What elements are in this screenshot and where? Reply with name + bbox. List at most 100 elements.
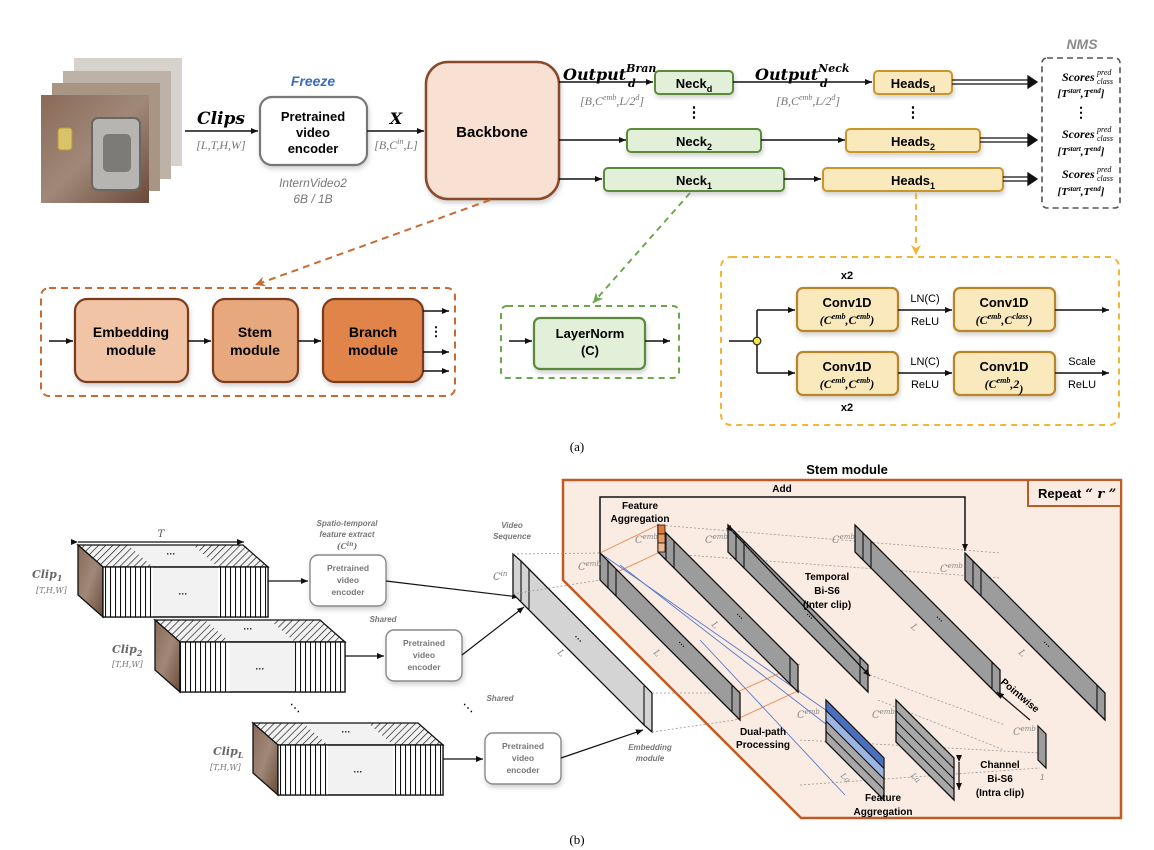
score-entry-2: Scores pred class [Tstart,Tend] [1058,125,1113,158]
clips-shape: [L,T,H,W] [196,138,246,152]
embedding-module-line2: module [106,342,156,358]
heads-d-box [873,70,953,95]
svg-text:class: class [1097,174,1113,183]
relu-bottom-label: ReLU [911,379,939,391]
feature-aggregation-top-line2: Aggregation [611,514,670,525]
svg-text:[Tstart,Tend]: [Tstart,Tend] [1058,87,1105,100]
output-bran-label: OutputBran [563,62,656,84]
channel-line2: Bi-S6 [987,774,1013,785]
heads-1-box [822,167,1004,192]
clip-to-encoder-arrows [268,578,644,762]
svg-text:[Tstart,Tend]: [Tstart,Tend] [1058,185,1105,198]
cemb-label-5: Cemb [940,562,963,575]
cemb-label-7: Cemb [872,708,895,721]
stem-module-line1: Stem [238,324,272,340]
nms-vdots: ⋮ [1074,104,1088,120]
svg-text:pred: pred [1096,68,1112,77]
spatio-temporal-line1: Spatio-temporal [317,519,379,528]
neck-detail-box [500,305,680,379]
pointwise-arrow [996,691,1031,721]
conv1d-bottom-right-params: (Cemb,2) [985,376,1024,396]
video-sequence-line1: Video [501,521,523,530]
freeze-label: Freeze [291,73,336,89]
branch-output-arrows: ⋮ [423,308,449,374]
svg-text:···: ··· [256,664,265,674]
svg-text:···: ··· [354,767,363,777]
cemb-label-8: Cemb [1013,725,1036,738]
output-bran-shape: [B,Cemb,L/2d] [580,93,644,108]
svg-text:video: video [512,753,534,763]
x-label: X [389,109,403,128]
output-neck-label: OutputNeck [755,62,850,84]
branch-module-line2: module [348,342,398,358]
neck-d-label: Neckd [676,76,713,94]
embedding-module-line2-b: module [636,754,665,763]
ln-bottom-label: LN(C) [910,356,939,368]
clips-diag-dots: ⋱ [290,703,300,714]
layernorm-box [532,316,647,371]
caption-a: (a) [570,439,584,454]
backbone-detail-box [40,287,456,397]
backbone-box [424,60,561,201]
svg-text:pred: pred [1096,125,1112,134]
nms-label: NMS [1066,36,1098,52]
heads-d-label: Headsd [891,76,936,94]
scale-label: Scale [1068,356,1096,368]
t-label: T [158,529,166,540]
svg-text:···: ··· [179,589,188,599]
output-bran-sub: d [628,77,636,90]
repeat-label: Repeat“ r ” [1038,486,1116,502]
svg-text:pred: pred [1096,165,1112,174]
svg-text:Pretrained: Pretrained [502,741,544,751]
encoder-model-line2: 6B / 1B [293,192,332,206]
encoder-clip-1: Pretrained video encoder [309,554,387,607]
encoder-label-line3: encoder [288,141,339,156]
svg-text:1: 1 [1040,773,1044,782]
svg-text:encoder: encoder [331,587,365,597]
heads-vdots: ⋮ [906,104,921,121]
pointwise-bar: 1 [1037,724,1047,782]
svg-text:···: ··· [167,549,176,559]
heads-1-label: Heads1 [891,173,935,191]
shared-label-1: Shared [369,615,397,624]
output-neck-shape: [B,Cemb,L/2d] [776,93,840,108]
feature-aggregation-bottom-line1: Feature [865,793,902,804]
cin-label: Cin [493,570,508,583]
channel-line1: Channel [980,760,1020,771]
temporal-arrow [726,524,871,677]
svg-text:class: class [1097,77,1113,86]
conv1d-bottom-left-label: Conv1D [822,359,871,374]
svg-text:Pretrained: Pretrained [327,563,369,573]
feature-aggregation-top-line1: Feature [622,501,659,512]
embedding-module-box [73,297,190,384]
add-label: Add [772,484,791,495]
nms-box [1041,57,1121,209]
temporal-line3: (Inter clip) [803,600,851,611]
conv1d-top-left-params: (Cemb,Cemb) [820,312,875,327]
channel-output-bar: La [895,698,955,802]
channel-input-bar: La [825,698,885,802]
conv1d-bottom-left-params: (Cemb,Cemb) [820,376,875,391]
cemb-label-2: Cemb [635,533,658,546]
encoder-clip-l: Pretrained video encoder [484,732,562,785]
encoder-label-line1: Pretrained [281,109,345,124]
neck-2-label: Neck2 [676,134,712,152]
seq-l-label: L [554,647,566,659]
neck-vdots: ⋮ [687,104,702,121]
heads-2-box [845,128,981,153]
heads-2-label: Heads2 [891,134,935,152]
spatio-temporal-line2: feature extract [319,530,374,539]
clip-2-block: ······ [153,618,347,694]
neck-detail-connector [592,192,691,304]
stem-output-bar: ···L [964,551,1106,722]
embedding-module-line1-b: Embedding [628,743,672,752]
clip-1-shape: [T,H,W] [36,586,68,595]
aggregation-highlight [657,524,666,553]
relu-top-label: ReLU [911,316,939,328]
conv1d-top-right-label: Conv1D [979,295,1028,310]
heads-split-connector [729,307,795,376]
svg-text:Scores: Scores [1062,127,1095,141]
score-entry-d: Scores pred class [Tstart,Tend] [1058,68,1113,100]
clip-1-label: Clip1 [32,568,62,583]
